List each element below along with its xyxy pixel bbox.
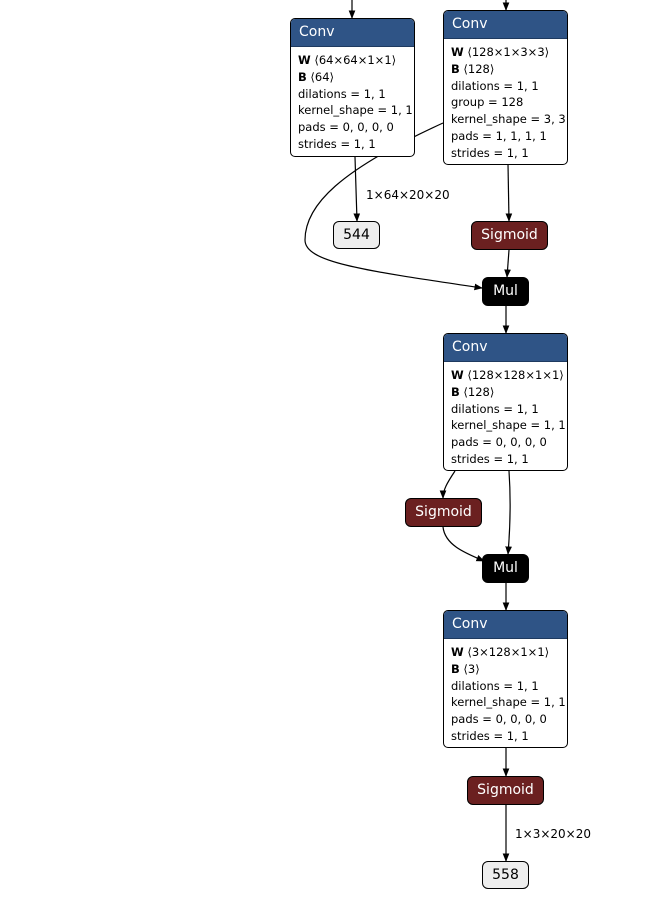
conv-node-1[interactable]: Conv W ⟨64×64×1×1⟩ B ⟨64⟩ dilations = 1,…	[290, 18, 415, 157]
sigmoid-node-3[interactable]: Sigmoid	[467, 776, 544, 805]
edge-shape-label: 1×3×20×20	[515, 827, 591, 841]
conv-node-title: Conv	[444, 11, 567, 39]
mul-node-1[interactable]: Mul	[482, 277, 529, 306]
conv-node-2[interactable]: Conv W ⟨128×1×3×3⟩ B ⟨128⟩ dilations = 1…	[443, 10, 568, 165]
attr-row: strides = 1, 1	[451, 451, 529, 466]
attr-row: strides = 1, 1	[451, 728, 529, 743]
attr-row: pads = 0, 0, 0, 0	[451, 435, 547, 450]
attr-row: dilations = 1, 1	[451, 678, 539, 693]
conv-node-title: Conv	[444, 611, 567, 639]
bias-row: B ⟨3⟩	[451, 661, 480, 676]
weight-row: W ⟨64×64×1×1⟩	[298, 53, 397, 67]
edge-sigmoid2-mul2	[442, 526, 485, 562]
attr-row: kernel_shape = 3, 3	[451, 112, 566, 127]
attr-row: dilations = 1, 1	[451, 401, 539, 416]
edge-conv1-mul1	[304, 122, 483, 291]
attr-row: pads = 0, 0, 0, 0	[298, 120, 394, 135]
weight-row: W ⟨3×128×1×1⟩	[451, 645, 550, 659]
attr-row: group = 128	[451, 95, 524, 110]
attr-row: strides = 1, 1	[451, 145, 529, 160]
attr-row: pads = 1, 1, 1, 1	[451, 128, 547, 143]
attr-row: kernel_shape = 1, 1	[451, 418, 566, 433]
edge-conv1-544	[353, 156, 361, 222]
edge-conv3-sigmoid2	[439, 470, 456, 499]
bias-row: B ⟨128⟩	[451, 61, 495, 76]
weight-row: W ⟨128×128×1×1⟩	[451, 368, 564, 382]
conv-node-title: Conv	[444, 334, 567, 362]
edge-conv2-sigmoid1	[505, 163, 513, 222]
sigmoid-node-2[interactable]: Sigmoid	[405, 498, 482, 527]
bias-row: B ⟨64⟩	[298, 69, 335, 84]
bias-row: B ⟨128⟩	[451, 384, 495, 399]
output-tensor-558[interactable]: 558	[482, 861, 529, 889]
sigmoid-node-1[interactable]: Sigmoid	[471, 221, 548, 250]
edge-shape-label: 1×64×20×20	[366, 188, 450, 202]
conv-node-title: Conv	[291, 19, 414, 47]
attr-row: dilations = 1, 1	[451, 78, 539, 93]
conv-node-4[interactable]: Conv W ⟨3×128×1×1⟩ B ⟨3⟩ dilations = 1, …	[443, 610, 568, 748]
attr-row: dilations = 1, 1	[298, 86, 386, 101]
conv-node-3[interactable]: Conv W ⟨128×128×1×1⟩ B ⟨128⟩ dilations =…	[443, 333, 568, 471]
weight-row: W ⟨128×1×3×3⟩	[451, 45, 550, 59]
mul-node-2[interactable]: Mul	[482, 554, 529, 583]
attr-row: strides = 1, 1	[298, 136, 376, 151]
edge-conv3-mul2	[505, 470, 512, 555]
attr-row: pads = 0, 0, 0, 0	[451, 712, 547, 727]
attr-row: kernel_shape = 1, 1	[298, 103, 413, 118]
edge-sigmoid1-mul1	[504, 249, 511, 278]
attr-row: kernel_shape = 1, 1	[451, 695, 566, 710]
output-tensor-544[interactable]: 544	[333, 221, 380, 249]
